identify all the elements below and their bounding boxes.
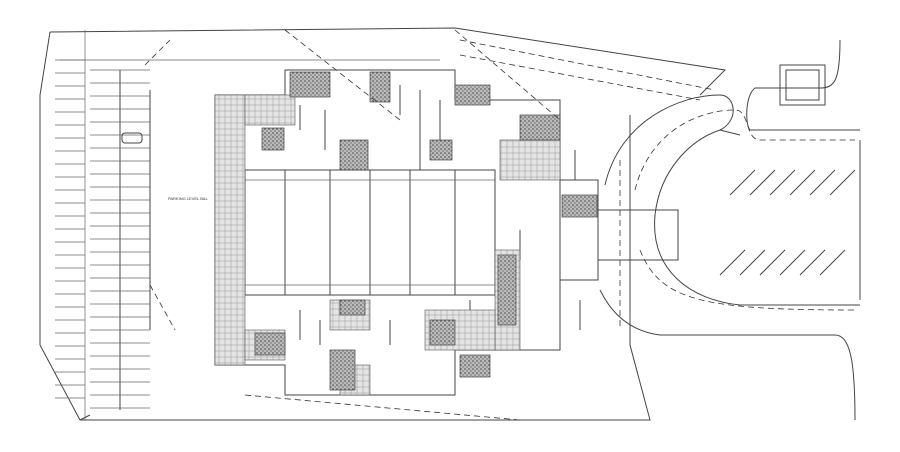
drawing-line [729, 169, 756, 196]
building-outline [214, 69, 561, 396]
drawing-line [819, 249, 846, 276]
parking-stalls-right [719, 169, 856, 276]
parking-stalls-left [55, 59, 85, 399]
drawing-line [789, 169, 816, 196]
drawing-line [799, 249, 826, 276]
drawing-line [779, 249, 806, 276]
drawing-line [739, 249, 766, 276]
parking-level-label: PARKING LEVEL B&L [168, 196, 209, 201]
drawing-line [749, 169, 776, 196]
drawing-line [769, 169, 796, 196]
drawing-line [809, 169, 836, 196]
car-symbol [121, 132, 143, 144]
driveway [599, 39, 861, 421]
drawing-line [759, 249, 786, 276]
drawing-line [829, 169, 856, 196]
drawing-line [719, 249, 746, 276]
parking-stalls-center [90, 69, 151, 410]
